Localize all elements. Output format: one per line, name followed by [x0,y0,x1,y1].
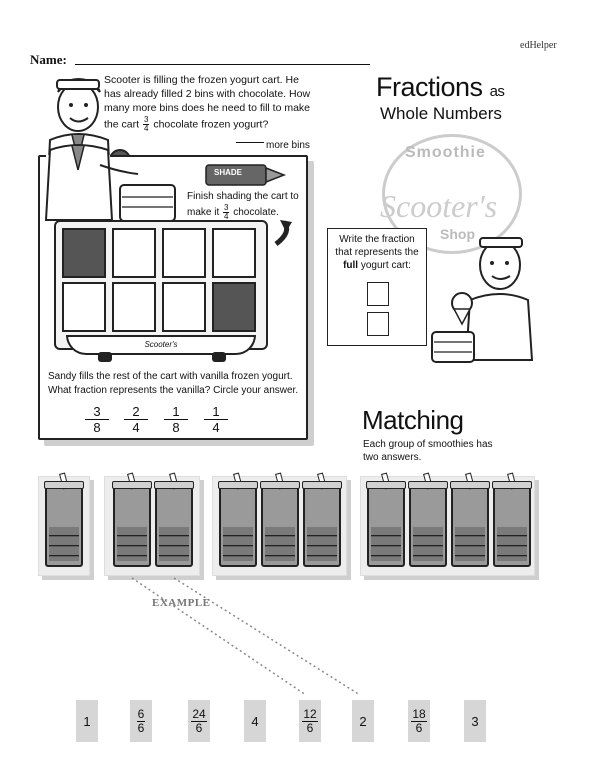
crayon-label: SHADE [214,168,243,177]
smoothie-cup [112,472,152,567]
page-title: Fractions as [376,72,505,103]
cart-wheel [212,352,226,362]
full-cart-line2: that represents the [335,247,419,258]
cart-bin-filled[interactable] [62,228,106,278]
answer-value: 3 [471,713,479,729]
choice-denominator: 8 [93,420,101,435]
smoothie-cup [366,472,406,567]
answer-numerator: 24 [191,706,207,722]
fraction-numerator: 3 [142,114,150,125]
smoothie-cup [492,472,532,567]
problem-question: Scooter is filling the frozen yogurt car… [104,73,314,133]
full-cart-bold: full [343,260,359,271]
answer-denominator: 6 [415,720,423,735]
fraction-numerator: 3 [223,202,230,213]
smoothie-group-1[interactable] [38,472,90,576]
cart-bin-empty[interactable] [162,282,206,332]
title-as: as [489,83,505,100]
more-bins-label: more bins [266,140,310,151]
shop-logo [382,134,522,254]
smoothie-cup [154,472,194,567]
answer-value: 4 [251,713,259,729]
answer-value: 1 [83,713,91,729]
choice-numerator: 1 [164,404,188,420]
cart-bin-empty[interactable] [112,228,156,278]
choice-numerator: 3 [85,404,109,420]
answer-denominator: 6 [306,720,314,735]
answer-numerator: 18 [411,706,427,722]
more-bins-answer-line[interactable] [236,142,264,143]
answer-tile[interactable]: 1 [76,700,98,742]
full-cart-instruction: Write the fraction that represents the f… [330,233,424,272]
cart-bin-filled[interactable] [212,282,256,332]
smoothie-cup [450,472,490,567]
cart-base: Scooter's [66,335,256,355]
problem-text-after: chocolate frozen yogurt? [153,117,269,130]
name-label: Name: [30,52,67,67]
fraction-denominator: 4 [143,123,149,133]
matching-title: Matching [362,405,464,435]
smoothie-cup [302,472,342,567]
cart-bin-empty[interactable] [212,228,256,278]
logo-text-smoothie: Smoothie [405,144,486,161]
answer-tile[interactable]: 2 [352,700,374,742]
logo-text-scooters: Scooter's [380,188,498,224]
smoothie-group-2[interactable] [104,472,200,576]
cart-wheel [98,352,112,362]
title-main: Fractions [376,72,483,102]
smoothie-cup [44,472,84,567]
yogurt-cart [54,220,268,350]
cart-bin-empty[interactable] [162,228,206,278]
problem-text-before: Scooter is filling the frozen yogurt car… [104,74,311,130]
cart-bin-empty[interactable] [112,282,156,332]
sandy-question: Sandy fills the rest of the cart with va… [48,371,299,396]
brand-label: edHelper [520,40,557,51]
smoothie-group-4[interactable] [360,472,535,576]
example-label: EXAMPLE [152,597,211,609]
smoothie-cup [218,472,258,567]
smoothie-group-3[interactable] [212,472,347,576]
answer-numerator: 6 [136,706,146,722]
choice-numerator: 2 [124,404,148,420]
shade-text-before: Finish shading the cart to make it [187,191,299,218]
choice-denominator: 8 [172,420,180,435]
logo-text-shop: Shop [440,226,475,242]
name-input-line[interactable] [75,64,370,65]
choice-numerator: 1 [204,404,228,420]
smoothie-cup [260,472,300,567]
numerator-answer-box[interactable] [367,282,389,306]
cart-bin-empty[interactable] [62,282,106,332]
answer-denominator: 6 [137,720,145,735]
shade-text-after: chocolate. [233,206,279,218]
answer-tile[interactable]: 3 [464,700,486,742]
answer-tile[interactable]: 4 [244,700,266,742]
answer-numerator: 12 [302,706,318,722]
answer-value: 2 [359,713,367,729]
page-subtitle: Whole Numbers [380,104,502,123]
denominator-answer-box[interactable] [367,312,389,336]
choice-denominator: 4 [212,420,220,435]
fraction-denominator: 4 [224,211,229,221]
smoothie-cup [408,472,448,567]
matching-subtitle: Each group of smoothies has two answers. [363,439,493,463]
choice-denominator: 4 [132,420,140,435]
full-cart-line3: yogurt cart: [360,260,411,271]
answer-denominator: 6 [195,720,203,735]
full-cart-line1: Write the fraction [339,234,415,245]
